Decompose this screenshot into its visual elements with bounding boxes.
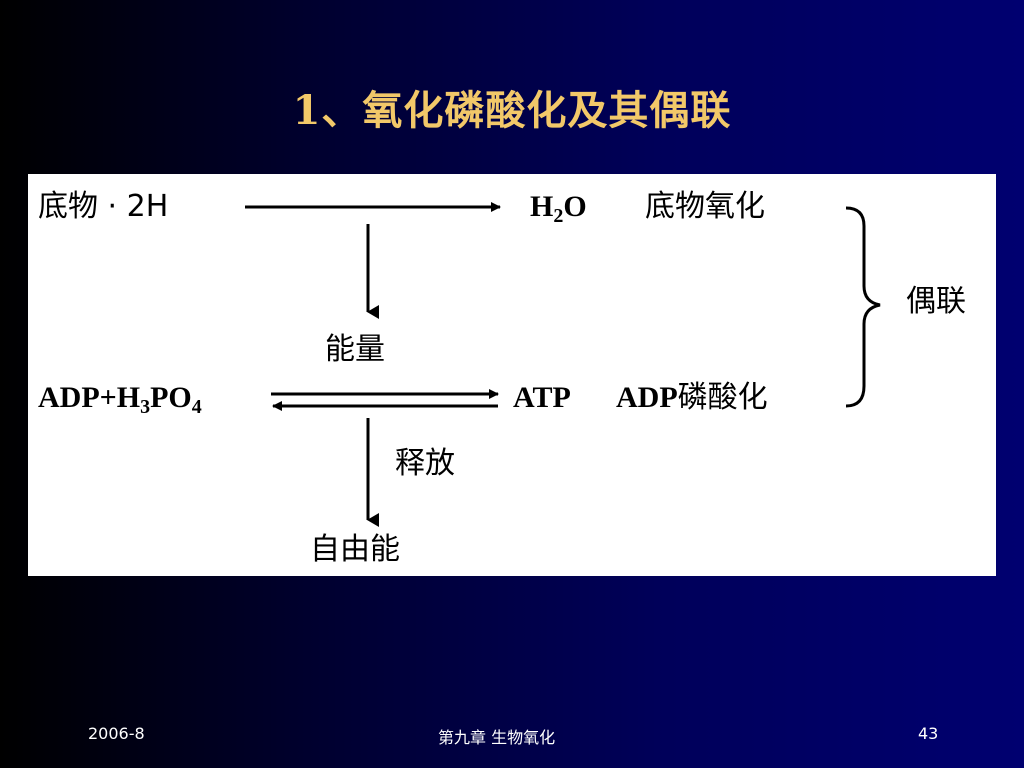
free-energy-label: 自由能 xyxy=(310,532,400,567)
water-label: H2O xyxy=(530,190,587,227)
coupling-label: 偶联 xyxy=(906,284,966,319)
footer-page-number: 43 xyxy=(918,724,939,743)
diagram-arrows xyxy=(245,202,881,527)
adp-phosphate-label: ADP+H3PO4 xyxy=(38,381,202,418)
slide-title: 1、氧化磷酸化及其偶联 xyxy=(292,87,732,134)
substrate-oxidation-label: 底物氧化 xyxy=(645,189,765,224)
energy-label: 能量 xyxy=(325,332,385,367)
substrate-label: 底物 · 2H xyxy=(38,189,169,224)
release-label: 释放 xyxy=(395,446,455,481)
adp-phosphorylation-label: ADP磷酸化 xyxy=(616,380,768,415)
footer-chapter: 第九章 生物氧化 xyxy=(438,728,556,747)
coupling-brace xyxy=(845,206,881,408)
footer-date: 2006-8 xyxy=(88,724,145,743)
diagram-panel: 底物 · 2H H2O 底物氧化 能量 ADP+H3PO4 ATP ADP磷酸化… xyxy=(28,174,996,576)
atp-label: ATP xyxy=(513,381,571,414)
